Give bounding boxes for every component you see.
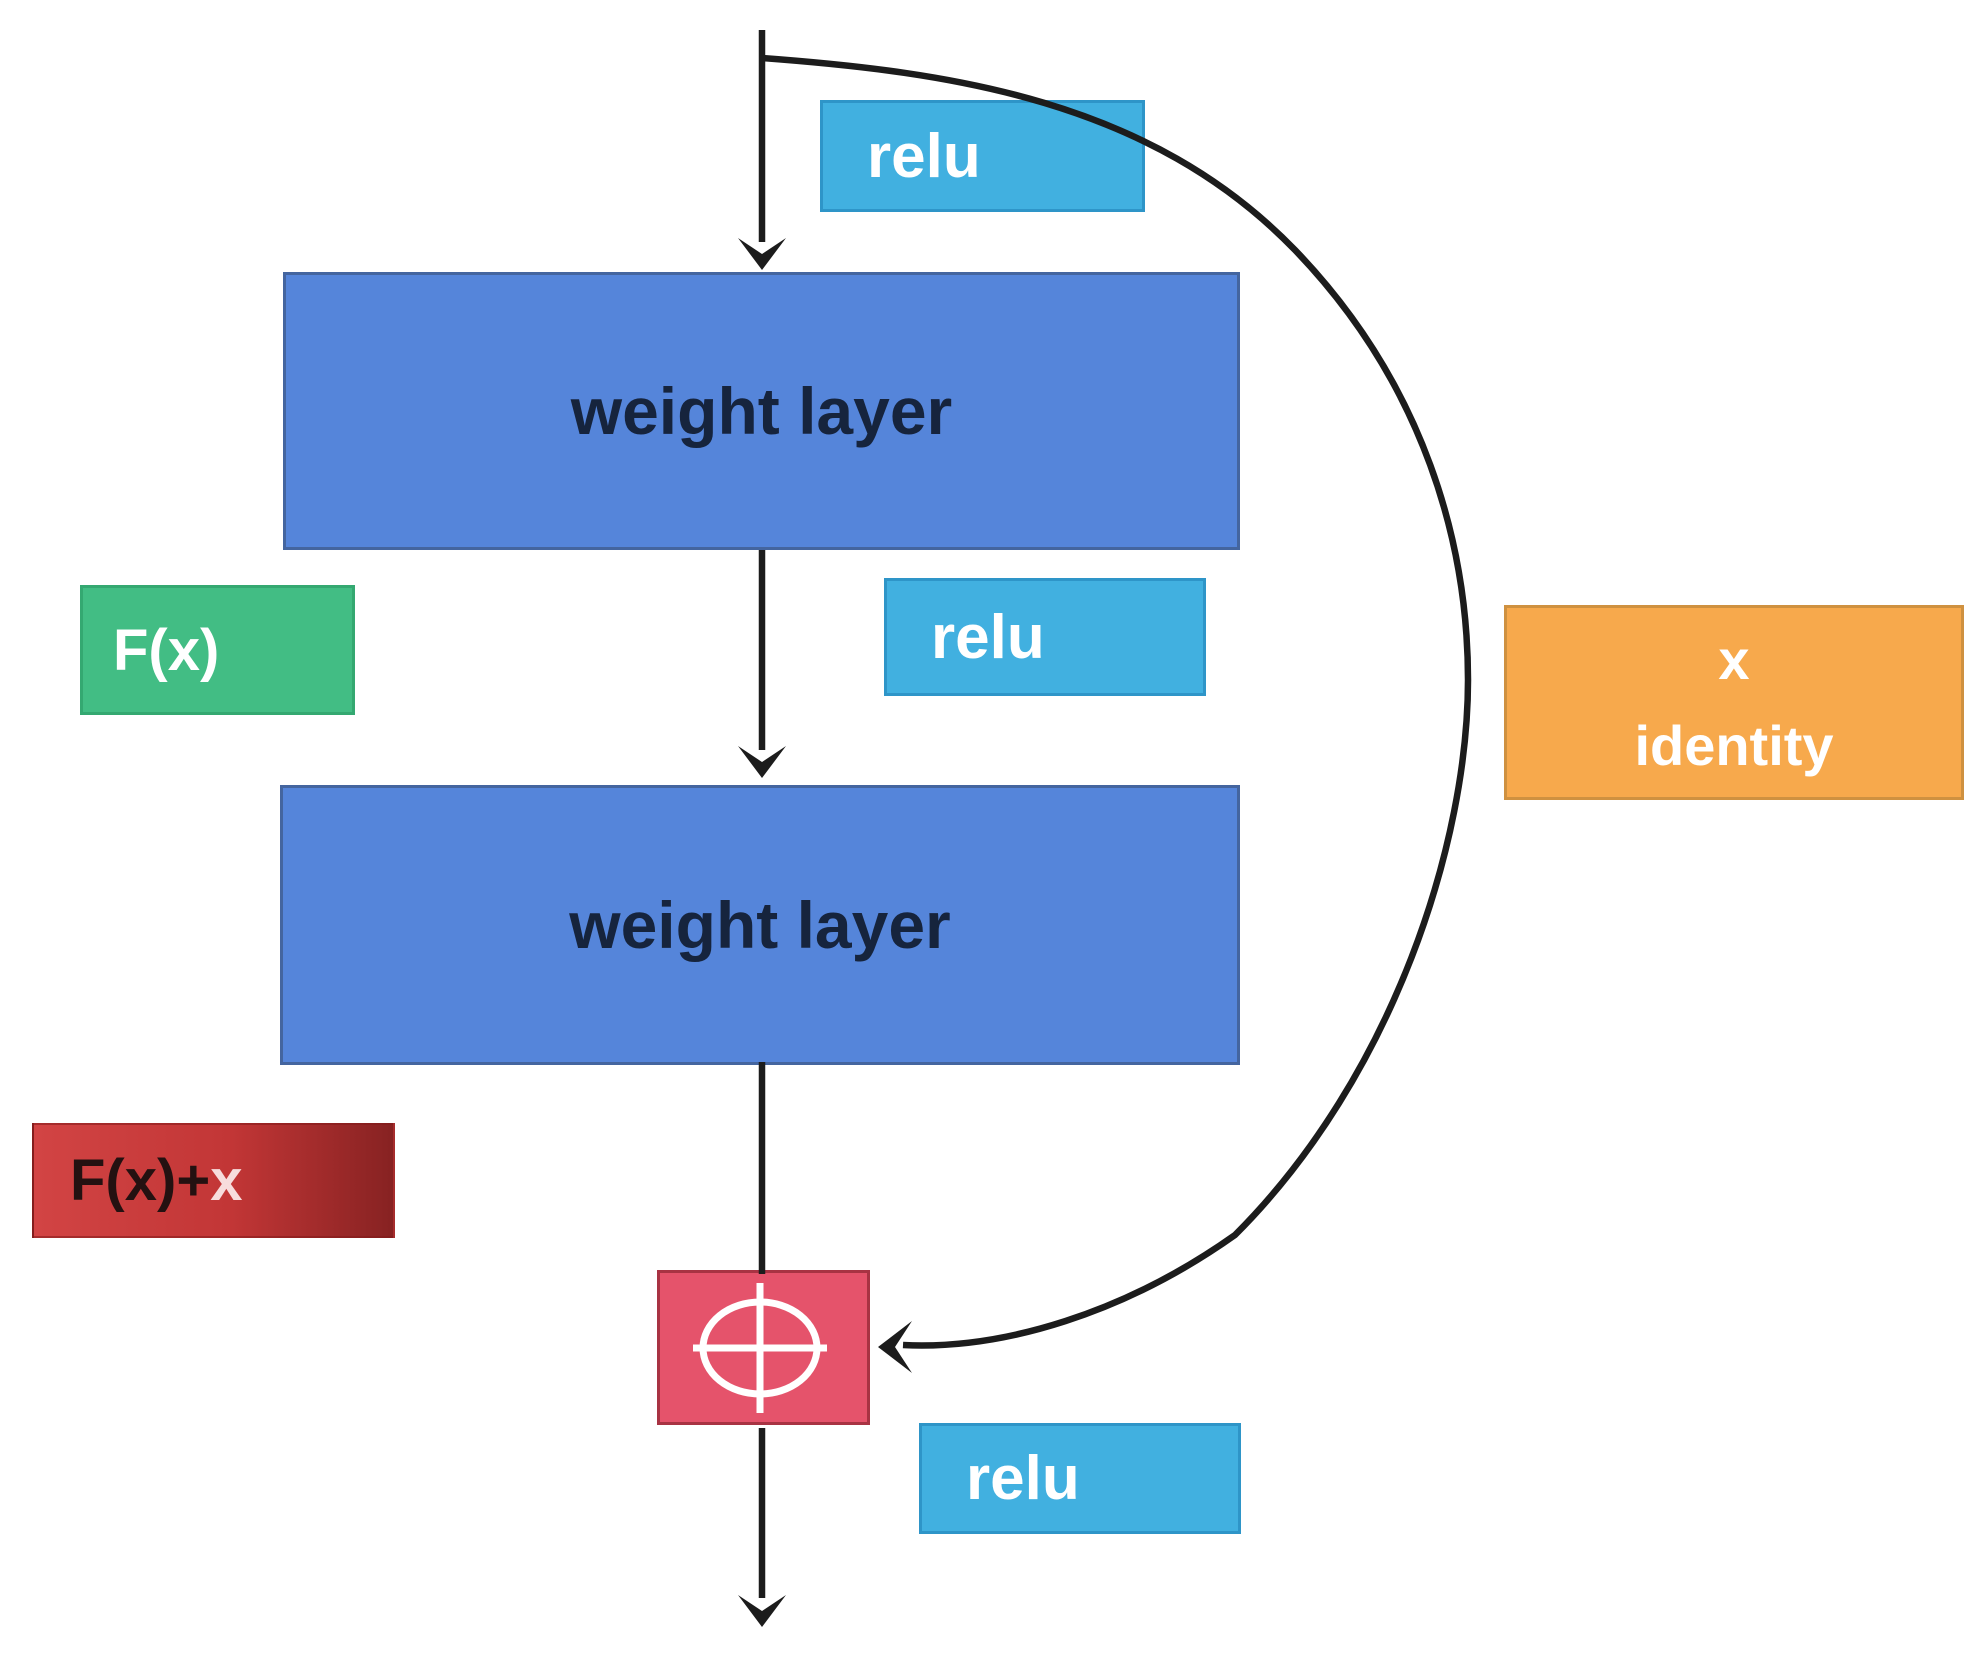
identity-line-x: x [1718, 628, 1750, 692]
arrowhead-skip-into-add [878, 1321, 912, 1373]
fx-text: F(x) [113, 617, 220, 683]
fx-tag: F(x) [80, 585, 355, 715]
relu-label-top: relu [820, 100, 1145, 212]
circle-plus-icon [693, 1283, 827, 1413]
relu-label-bottom: relu [919, 1423, 1241, 1534]
relu-bottom-text: relu [966, 1444, 1080, 1513]
arrowhead-into-weight2 [738, 746, 786, 778]
relu-top-text: relu [867, 121, 981, 191]
weight-layer-2-box: weight layer [280, 785, 1240, 1065]
fx-plus-x-prefix-text: F(x)+ [70, 1148, 211, 1213]
fx-plus-x-suffix-text: x [210, 1148, 243, 1213]
weight-layer-1-text: weight layer [570, 374, 953, 448]
relu-middle-text: relu [931, 602, 1045, 672]
fx-plus-x-tag: F(x)+x [32, 1123, 395, 1238]
identity-line-identity: identity [1634, 713, 1834, 777]
arrowhead-output [738, 1595, 786, 1627]
arrowhead-into-weight1 [738, 238, 786, 270]
weight-layer-2-text: weight layer [569, 888, 951, 962]
add-node [657, 1270, 870, 1425]
identity-tag: x identity [1504, 605, 1964, 800]
relu-label-middle: relu [884, 578, 1206, 696]
wire-skip-connection [761, 54, 1472, 1349]
weight-layer-1-box: weight layer [283, 272, 1240, 550]
